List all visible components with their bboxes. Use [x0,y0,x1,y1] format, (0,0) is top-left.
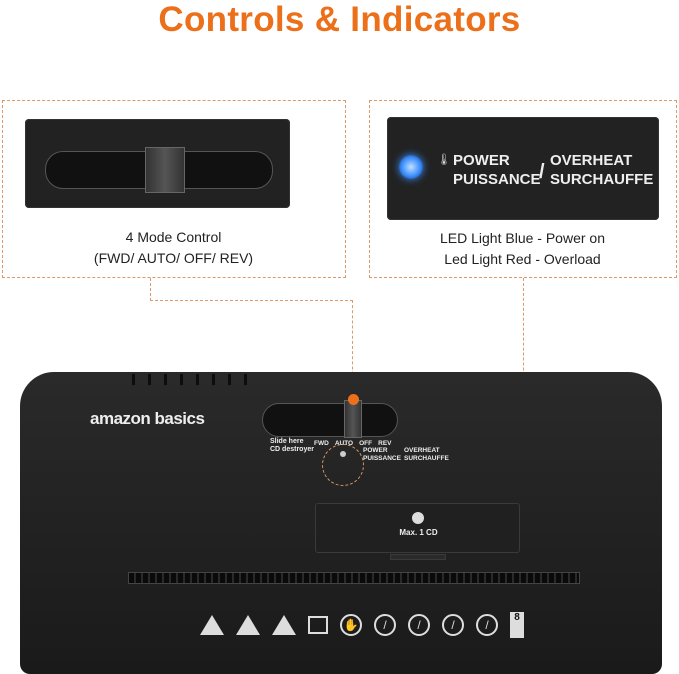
brand-logo: amazon basics [90,409,205,428]
mode-fwd: FWD [314,440,329,447]
cd-destroyer-label: CD destroyer [270,446,314,453]
cd-door-handle[interactable] [390,554,446,560]
caption-line-2: Led Light Red - Overload [444,251,601,267]
mode-off: OFF [359,440,373,447]
no-children-icon: / [408,614,430,636]
switch-closeup [25,119,290,208]
thermometer-icon: 🌡 [437,154,451,166]
indicator-callout: 🌡 POWER PUISSANCE / OVERHEAT SURCHAUFFE … [369,100,677,278]
no-hair-icon: / [442,614,464,636]
callout-dot [348,394,359,405]
cd-door[interactable]: Max. 1 CD [315,503,520,553]
caption-line-1: 4 Mode Control [125,229,222,245]
mode-control-caption: 4 Mode Control (FWD/ AUTO/ OFF/ REV) [3,227,344,269]
led-icon [399,155,423,179]
entanglement-icon [272,615,296,635]
led-indicator [340,451,346,457]
sheet-capacity-badge: 8 [510,612,524,638]
power-label: POWER [453,152,510,169]
page-title: Controls & Indicators [158,0,521,39]
mode-switch[interactable] [344,400,362,438]
separator: / [539,161,545,183]
mode-switch-slot [262,403,398,437]
vents [132,374,247,385]
cd-capacity-label: Max. 1 CD [399,528,438,537]
mode-rev: REV [378,440,392,447]
caption-line-1: LED Light Blue - Power on [440,230,605,246]
connector-left-drop [352,300,353,395]
puissance-label: PUISSANCE [363,455,401,462]
indicator-closeup: 🌡 POWER PUISSANCE / OVERHEAT SURCHAUFFE [387,117,659,220]
mode-control-callout: 4 Mode Control (FWD/ AUTO/ OFF/ REV) [2,100,346,278]
surchauffe-label: SURCHAUFFE [404,455,449,462]
hand-hazard-icon [236,615,260,635]
connector-left [150,278,353,301]
overheat-label: OVERHEAT [550,152,633,169]
led-callout-circle [322,444,364,486]
paper-slot [128,572,580,584]
slide-here-label: Slide here [270,438,304,445]
warning-icons: ✋ / / / / 8 [200,612,524,638]
shredder-top: amazon basics Slide here CD destroyer FW… [20,372,662,674]
manual-icon [308,616,328,634]
caption-line-2: (FWD/ AUTO/ OFF/ REV) [93,250,254,266]
cd-icon [412,512,424,524]
warning-icon [200,615,224,635]
no-tie-icon: / [374,614,396,636]
surchauffe-label: SURCHAUFFE [550,171,654,188]
overheat-label: OVERHEAT [404,447,440,454]
no-hands-icon: ✋ [340,614,362,636]
mode-auto: AUTO [334,440,354,447]
puissance-label: PUISSANCE [453,171,541,188]
power-label: POWER [363,447,388,454]
indicator-caption: LED Light Blue - Power on Led Light Red … [370,228,675,270]
no-pets-icon: / [476,614,498,636]
mode-switch-knob[interactable] [145,147,185,193]
